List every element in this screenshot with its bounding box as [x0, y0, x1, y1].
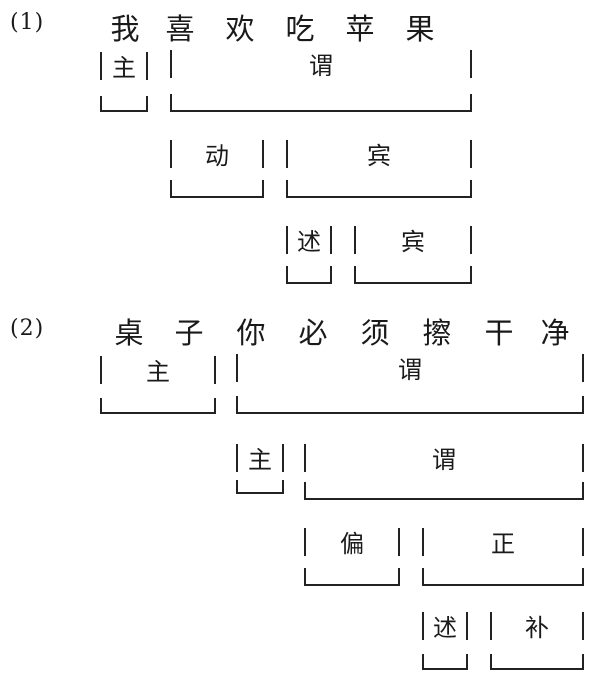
ex2-complement-label: 补: [525, 614, 549, 642]
ex1-object-label: 宾: [367, 142, 391, 170]
char: 吃: [285, 12, 315, 46]
char: 喜: [165, 12, 195, 46]
ex2-complement-box: 补: [490, 612, 584, 670]
char: 干: [484, 316, 514, 350]
ex2-predicate-box: 谓: [236, 354, 584, 414]
ex1-object-box: 宾: [286, 140, 472, 198]
char: 你: [236, 316, 266, 350]
char: 必: [298, 316, 328, 350]
ex1-predicate-box: 谓: [170, 50, 472, 112]
ex1-predicate-label: 谓: [309, 52, 333, 80]
char: 欢: [225, 12, 255, 46]
char: 净: [540, 316, 570, 350]
ex2-subject2-box: 主: [236, 444, 284, 494]
char: 子: [174, 316, 204, 350]
char: 苹: [345, 12, 375, 46]
ex2-head-label: 正: [491, 530, 515, 558]
ex2-modifier-box: 偏: [304, 528, 400, 586]
ex2-predicate2-box: 谓: [304, 444, 584, 500]
ex1-verb2-label: 述: [297, 228, 321, 256]
ex1-object2-box: 宾: [354, 226, 472, 284]
ex2-subject2-label: 主: [248, 446, 272, 474]
ex2-subject-label: 主: [146, 358, 170, 386]
ex2-head-box: 正: [422, 528, 584, 586]
ex2-modifier-label: 偏: [340, 530, 364, 558]
char: 须: [360, 316, 390, 350]
ex2-subject-box: 主: [100, 356, 216, 414]
ex2-predicate-label: 谓: [398, 356, 422, 384]
ex1-object2-label: 宾: [401, 228, 425, 256]
ex1-subject-label: 主: [112, 54, 136, 82]
ex1-subject-box: 主: [100, 52, 148, 112]
example-2-number: (2): [10, 316, 45, 341]
char: 擦: [422, 316, 452, 350]
ex2-verb-label: 述: [433, 614, 457, 642]
ex1-verb-label: 动: [205, 142, 229, 170]
example-2-sentence: 桌子你必须擦干净: [100, 310, 580, 352]
example-1-sentence: 我喜欢吃苹果: [100, 6, 450, 48]
example-1-number: (1): [10, 10, 45, 35]
char: 桌: [114, 316, 144, 350]
ex2-predicate2-label: 谓: [432, 446, 456, 474]
ex1-verb-box: 动: [170, 140, 264, 198]
ex1-verb2-box: 述: [286, 226, 332, 284]
char: 我: [110, 12, 140, 46]
char: 果: [405, 12, 435, 46]
ex2-verb-box: 述: [422, 612, 468, 670]
